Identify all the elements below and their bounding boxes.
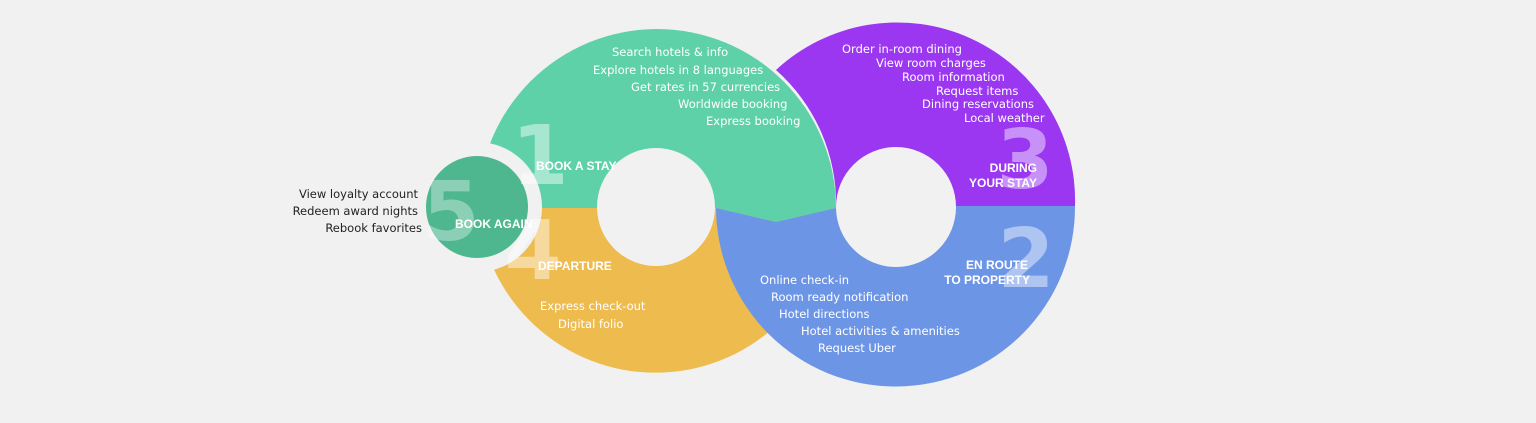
step-4-number: 4 [504, 204, 561, 299]
book-a-stay-feature: Get rates in 57 currencies [631, 80, 780, 94]
during-stay-segment [776, 22, 1076, 209]
en-route-feature: Hotel directions [779, 307, 870, 321]
book-again-feature: Rebook favorites [325, 221, 422, 235]
book-again-title: BOOK AGAIN [455, 217, 533, 231]
en-route-segment [716, 206, 1076, 387]
during-stay-feature: Order in-room dining [842, 42, 962, 56]
book-a-stay-feature: Express booking [706, 114, 800, 128]
departure-feature: Digital folio [558, 317, 623, 331]
book-a-stay-feature: Search hotels & info [612, 45, 728, 59]
en-route-title-line-2: TO PROPERTY [944, 273, 1030, 287]
during-stay-feature: Room information [902, 70, 1005, 84]
during-stay-feature: Request items [936, 84, 1018, 98]
book-a-stay-feature: Worldwide booking [678, 97, 787, 111]
en-route-feature: Online check-in [760, 273, 849, 287]
book-a-stay-title: BOOK A STAY [536, 159, 616, 173]
right-ring-hole [836, 147, 956, 267]
book-again-circle [426, 156, 528, 258]
en-route-title-line-1: EN ROUTE [966, 258, 1028, 272]
book-a-stay-segment [478, 29, 836, 222]
book-again-feature: Redeem award nights [293, 204, 418, 218]
during-stay-title-line-2: YOUR STAY [969, 176, 1037, 190]
left-ring-hole [597, 148, 715, 266]
en-route-feature: Room ready notification [771, 290, 908, 304]
step-1-number: 1 [511, 109, 568, 204]
during-stay-feature: Dining reservations [922, 97, 1034, 111]
during-stay-feature: Local weather [964, 111, 1045, 125]
during-stay-title-line-1: DURING [990, 161, 1037, 175]
book-again-feature: View loyalty account [299, 187, 419, 201]
departure-title: DEPARTURE [538, 259, 612, 273]
during-stay-feature: View room charges [876, 56, 986, 70]
step-2-number: 2 [997, 212, 1054, 307]
departure-feature: Express check-out [540, 299, 646, 313]
step-5-number: 5 [422, 165, 479, 260]
step-3-number: 3 [996, 113, 1053, 208]
en-route-feature: Request Uber [818, 341, 896, 355]
en-route-feature: Hotel activities & amenities [801, 324, 960, 338]
book-a-stay-feature: Explore hotels in 8 languages [593, 63, 763, 77]
